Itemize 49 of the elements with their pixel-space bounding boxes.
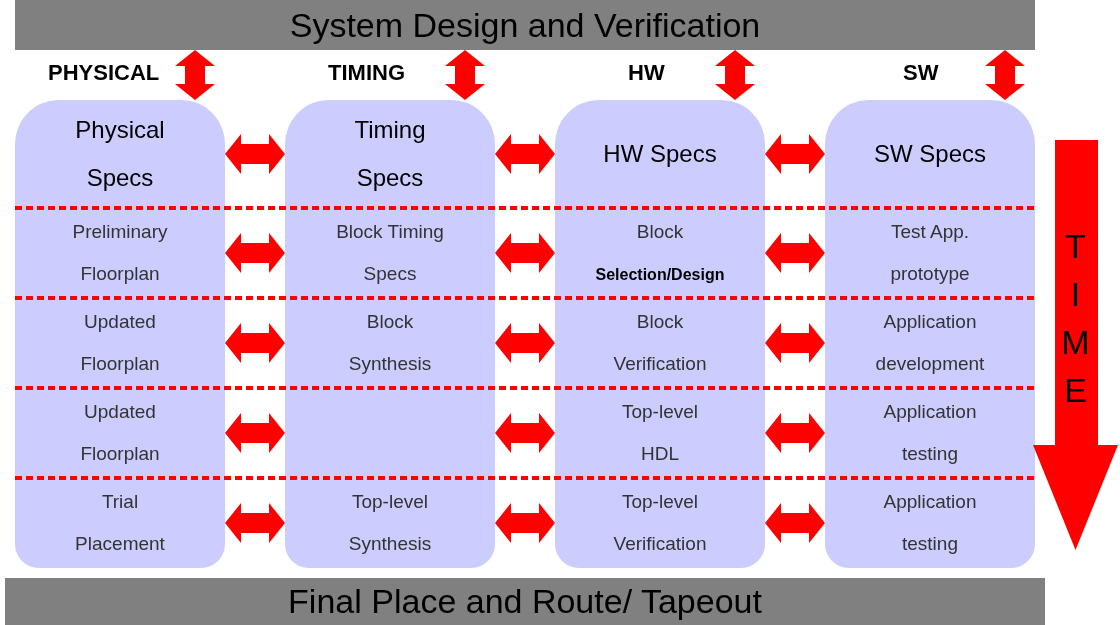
phase-banner: Final Place and Route/ Tapeout [5,578,1045,625]
double-arrow [225,233,285,273]
double-arrow [985,50,1025,100]
cell-text: Top-level HDL [621,400,698,466]
cell-text: Physical Specs [74,115,166,193]
column-heading: PHYSICAL [48,60,160,86]
cell-text: Trial Placement [75,490,165,556]
double-arrow [445,50,485,100]
cell-text: Updated Floorplan [80,310,160,376]
double-arrow [225,503,285,543]
cell-text: Application testing [883,490,977,556]
time-label: TIME [1061,226,1090,411]
column-panel [555,100,765,568]
double-arrow [715,50,755,100]
double-arrow [175,50,215,100]
column-heading: HW [628,60,665,86]
double-arrow [495,134,555,174]
cell-text: Block Timing Specs [336,220,444,286]
cell-text: Updated Floorplan [80,400,160,466]
cell-text: Block Synthesis [348,310,432,376]
double-arrow [765,323,825,363]
phase-banner: System Design and Verification [15,0,1035,50]
double-arrow [765,413,825,453]
column-panel [285,100,495,568]
double-arrow [765,134,825,174]
cell-text: Timing Specs [353,115,427,193]
double-arrow [495,413,555,453]
double-arrow [225,413,285,453]
cell-text: SW Specs [874,139,986,169]
cell-text: Test App. prototype [890,220,970,286]
double-arrow [765,233,825,273]
cell-text: HW Specs [603,139,717,169]
column-panel [825,100,1035,568]
cell-text: Preliminary Floorplan [72,220,168,286]
double-arrow [495,323,555,363]
column-heading: TIMING [328,60,405,86]
column-panel [15,100,225,568]
double-arrow [495,503,555,543]
double-arrow [765,503,825,543]
cell-text: Application testing [883,400,977,466]
double-arrow [495,233,555,273]
cell-text: Block Verification [613,310,707,376]
double-arrow [225,134,285,174]
cell-text: Application development [875,310,985,376]
cell-text: Block Selection/Design [595,219,725,285]
double-arrow [225,323,285,363]
cell-text: Top-level Synthesis [348,490,432,556]
column-heading: SW [903,60,939,86]
cell-text: Top-level Verification [613,490,707,556]
